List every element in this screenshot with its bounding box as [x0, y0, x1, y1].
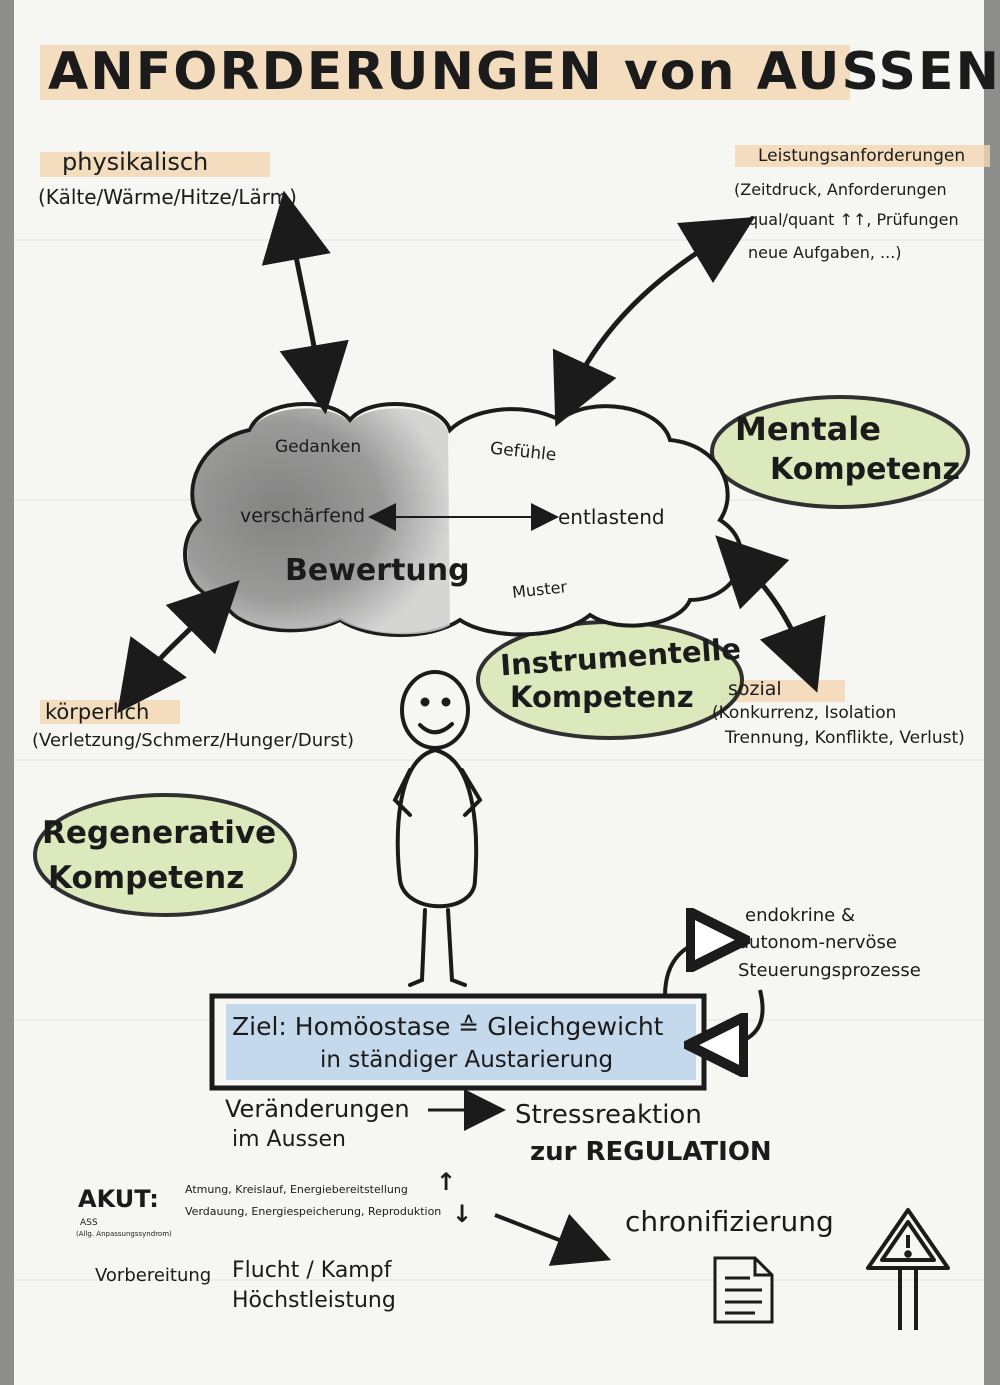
page-title: ANFORDERUNGEN von AUSSEN [48, 42, 1000, 102]
hoechstleistung: Höchstleistung [232, 1288, 396, 1313]
regenerative-line2: Kompetenz [48, 860, 245, 896]
mentale-line1: Mentale [735, 410, 881, 448]
cloud-bewertung: Bewertung [285, 553, 470, 588]
veraenderungen-line1: Veränderungen [225, 1095, 410, 1123]
title-highlight [40, 45, 850, 100]
ziel-line1: Ziel: Homöostase ≙ Gleichgewicht [232, 1012, 664, 1041]
endokrine-line2: autonom-nervöse [738, 932, 897, 953]
mentale-oval [710, 395, 970, 509]
cloud-entlastend: entlastend [558, 505, 665, 529]
chronifizierung-arrow [494, 1213, 612, 1266]
akut-row1: Atmung, Kreislauf, Energiebereitstellung [185, 1183, 408, 1196]
arrow-down-icon: ↓ [452, 1200, 473, 1228]
koerperlich-label: körperlich [45, 700, 150, 724]
loop-arrow-up [663, 940, 718, 997]
veraenderungen-line2: im Aussen [232, 1127, 346, 1152]
leistung-line3: neue Aufgaben, ...) [748, 243, 902, 262]
endokrine-line3: Steuerungsprozesse [738, 960, 921, 981]
instrumentelle-line2: Kompetenz [510, 680, 694, 714]
warning-sign-icon [866, 1208, 950, 1330]
vorbereitung-label: Vorbereitung [95, 1265, 212, 1286]
arrow-physikalisch [261, 190, 349, 415]
physikalisch-detail: (Kälte/Wärme/Hitze/Lärm) [38, 185, 297, 209]
akut-row2: Verdauung, Energiespeicherung, Reprodukt… [185, 1205, 442, 1218]
leistung-line1: (Zeitdruck, Anforderungen [734, 180, 947, 199]
sozial-label: sozial [728, 678, 782, 700]
stress-line1: Stressreaktion [515, 1100, 702, 1130]
flucht-kampf: Flucht / Kampf [232, 1258, 392, 1283]
arrow-up-icon: ↑ [436, 1168, 457, 1196]
mentale-line2: Kompetenz [770, 452, 960, 487]
leistung-line2: qual/quant ↑↑, Prüfungen [748, 210, 959, 229]
cloud-verschaerfend: verschärfend [240, 505, 366, 527]
arrow-sozial [715, 535, 826, 693]
ziel-line2: in ständiger Austarierung [320, 1047, 614, 1073]
akut-ass: ASS [80, 1218, 98, 1228]
physikalisch-label: physikalisch [62, 148, 209, 176]
arrow-koerperlich [117, 580, 240, 714]
chronifizierung-label: chronifizierung [625, 1205, 834, 1238]
stick-figure [392, 670, 483, 987]
sozial-line2: Trennung, Konflikte, Verlust) [725, 728, 965, 748]
regenerative-oval [33, 793, 297, 917]
document-icon [713, 1256, 774, 1324]
regenerative-line1: Regenerative [42, 815, 277, 851]
arrow-leistung [552, 216, 756, 427]
akut-label: AKUT: [78, 1185, 159, 1213]
cloud-gedanken: Gedanken [275, 437, 362, 457]
koerperlich-detail: (Verletzung/Schmerz/Hunger/Durst) [32, 730, 354, 751]
stress-line2: zur REGULATION [530, 1137, 772, 1167]
loop-arrow-down [716, 989, 765, 1045]
akut-ass-full: (Allg. Anpassungssyndrom) [76, 1230, 172, 1238]
leistung-label: Leistungsanforderungen [758, 146, 966, 166]
endokrine-line1: endokrine & [745, 905, 855, 926]
sozial-line1: (Konkurrenz, Isolation [712, 703, 897, 723]
